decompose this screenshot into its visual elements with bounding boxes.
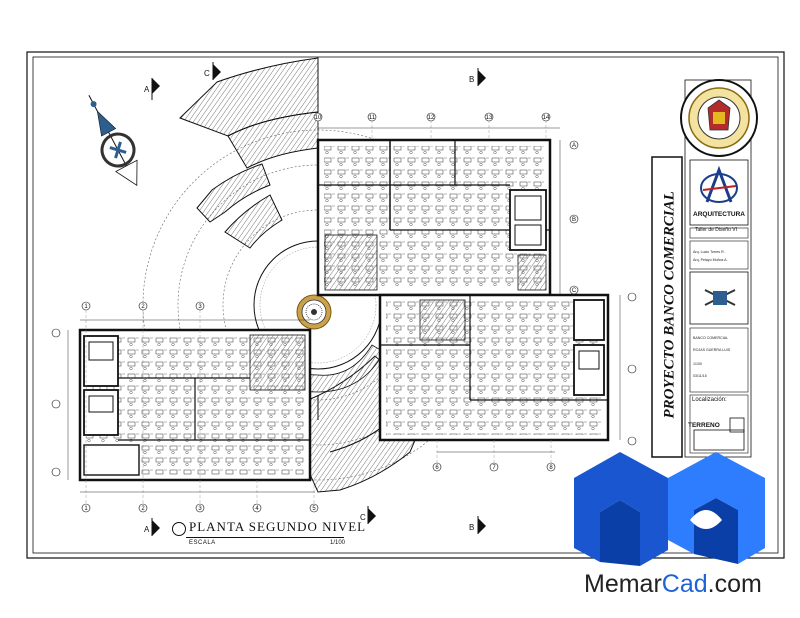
axis-left-2-top: 2 bbox=[141, 304, 145, 310]
author-2: Arq. Pelayo Muñoz A. bbox=[693, 258, 728, 262]
section-marker-c-top bbox=[212, 62, 221, 80]
axis-bottom-1: 1 bbox=[84, 506, 88, 512]
axis-right-8: 8 bbox=[549, 465, 553, 471]
axis-bubbles bbox=[51, 112, 637, 513]
axis-top-13: 13 bbox=[486, 115, 493, 121]
architecture-logo-icon bbox=[700, 165, 738, 203]
title-block bbox=[651, 79, 752, 458]
student-name: ROJAS GUERRA LUIS bbox=[693, 348, 731, 352]
sheet-date: 03/11/15 bbox=[693, 374, 707, 378]
axis-top-11: 11 bbox=[369, 115, 376, 121]
axis-bottom-5: 5 bbox=[312, 506, 316, 512]
scale-value: 1/100 bbox=[330, 540, 346, 546]
axis-bottom-2: 2 bbox=[141, 506, 145, 512]
section-marker-b-top bbox=[477, 68, 486, 86]
axis-left-1-top: 1 bbox=[84, 304, 88, 310]
section-letter-a-bottom: A bbox=[144, 525, 150, 534]
watermark-text: MemarCad.com bbox=[584, 570, 762, 599]
plan-title-marker-icon bbox=[172, 522, 186, 536]
section-marker-a-bottom bbox=[151, 518, 160, 536]
section-letters: A A B B C C bbox=[144, 69, 474, 534]
section-marker-c-bottom bbox=[367, 506, 376, 524]
school-label: ARQUITECTURA bbox=[693, 211, 745, 218]
scale-label: ESCALA bbox=[189, 540, 216, 546]
memarcad-logo-icon bbox=[574, 452, 765, 566]
section-letter-b-bottom: B bbox=[469, 523, 474, 532]
north-arrow-icon bbox=[88, 95, 138, 187]
axis-side-a: A bbox=[572, 143, 576, 149]
office-block-left bbox=[78, 328, 312, 482]
site-label: TERRENO bbox=[688, 422, 720, 429]
axis-top-14: 14 bbox=[543, 115, 550, 121]
rotunda-ornament-icon bbox=[296, 294, 332, 330]
axis-top-10: 10 bbox=[315, 115, 322, 121]
hatched-wings bbox=[179, 57, 431, 493]
section-letter-c-bottom: C bbox=[360, 513, 366, 522]
site-key-icon bbox=[704, 289, 736, 306]
axis-left-3-top: 3 bbox=[198, 304, 202, 310]
project-title: PROYECTO BANCO COMERCIAL bbox=[661, 191, 678, 419]
university-seal-icon bbox=[680, 79, 758, 157]
section-marker-b-bottom bbox=[477, 516, 486, 534]
location-label: Localización: bbox=[692, 397, 727, 403]
project-name: BANCO COMERCIAL bbox=[693, 336, 729, 340]
axis-bottom-3: 3 bbox=[198, 506, 202, 512]
axis-grid bbox=[85, 120, 552, 505]
plan-title: PLANTA SEGUNDO NIVEL bbox=[189, 519, 367, 534]
axis-top-12: 12 bbox=[428, 115, 435, 121]
sheet-scale: 1/100 bbox=[693, 362, 702, 366]
section-letter-c-top: C bbox=[204, 69, 210, 78]
axis-side-b: B bbox=[572, 217, 576, 223]
section-marker-a-top bbox=[151, 78, 160, 100]
section-letter-a-top: A bbox=[144, 85, 150, 94]
course-label: Taller de Diseño VI bbox=[695, 227, 737, 233]
watermark-brand-main: Memar bbox=[584, 570, 662, 598]
section-letter-b-top: B bbox=[469, 75, 474, 84]
office-block-right bbox=[378, 293, 610, 442]
axis-bottom-4: 4 bbox=[255, 506, 259, 512]
dimension-lines bbox=[67, 127, 621, 493]
location-map bbox=[693, 417, 745, 451]
axis-right-6: 6 bbox=[435, 465, 439, 471]
office-block-upper bbox=[316, 138, 552, 297]
axis-right-7: 7 bbox=[492, 465, 496, 471]
author-1: Arq. Lucio Torres R. bbox=[693, 250, 725, 254]
plan-title-underline bbox=[186, 537, 344, 538]
watermark-brand-accent: Cad bbox=[661, 570, 708, 598]
watermark-brand-suffix: .com bbox=[707, 570, 762, 598]
axis-side-c: C bbox=[572, 288, 577, 294]
